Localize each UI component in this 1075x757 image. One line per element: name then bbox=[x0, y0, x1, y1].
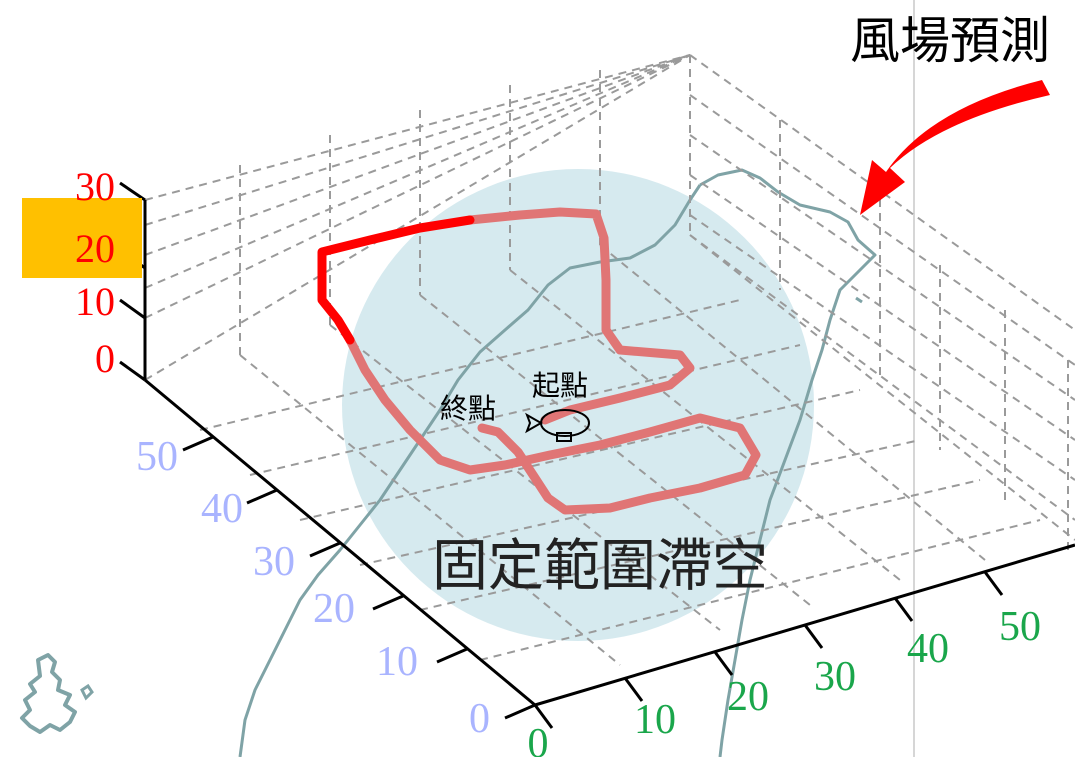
y-tick-label: 40 bbox=[201, 486, 243, 532]
y-tick-label: 30 bbox=[253, 539, 295, 585]
coastline bbox=[238, 168, 877, 757]
flight-path-high-altitude bbox=[317, 215, 475, 345]
x-tick-label: 10 bbox=[634, 697, 676, 743]
z-tick-label: 0 bbox=[95, 336, 115, 381]
x-tick-label: 40 bbox=[907, 626, 949, 672]
start-label: 起點 bbox=[532, 369, 588, 402]
y-tick-label: 10 bbox=[376, 639, 418, 685]
z-tick-highlight bbox=[22, 198, 142, 278]
y-tick-label: 0 bbox=[469, 696, 490, 742]
x-tick-label: 0 bbox=[528, 721, 549, 757]
x-tick-label: 20 bbox=[727, 674, 769, 720]
axes bbox=[119, 181, 1075, 729]
z-tick-label: 30 bbox=[75, 164, 115, 209]
end-label: 終點 bbox=[440, 392, 496, 425]
airship-icon bbox=[525, 409, 590, 442]
y-tick-label: 50 bbox=[136, 434, 178, 480]
y-axis bbox=[144, 378, 536, 707]
hover-region-label: 固定範圍滯空 bbox=[432, 534, 768, 599]
island-penghu bbox=[20, 653, 77, 734]
flight-path bbox=[345, 207, 761, 515]
island-islet bbox=[855, 296, 863, 304]
wind-field-title: 風場預測 bbox=[850, 13, 1050, 69]
island-penghu-small bbox=[80, 683, 94, 701]
x-tick-label: 30 bbox=[814, 654, 856, 700]
y-tick-label: 20 bbox=[313, 586, 355, 632]
wind-arrow bbox=[860, 80, 1050, 215]
grid-lines bbox=[144, 54, 1075, 666]
x-tick-label: 50 bbox=[999, 604, 1041, 650]
z-tick-label-highlight: 20 bbox=[75, 226, 115, 271]
z-tick-label: 10 bbox=[75, 279, 115, 324]
